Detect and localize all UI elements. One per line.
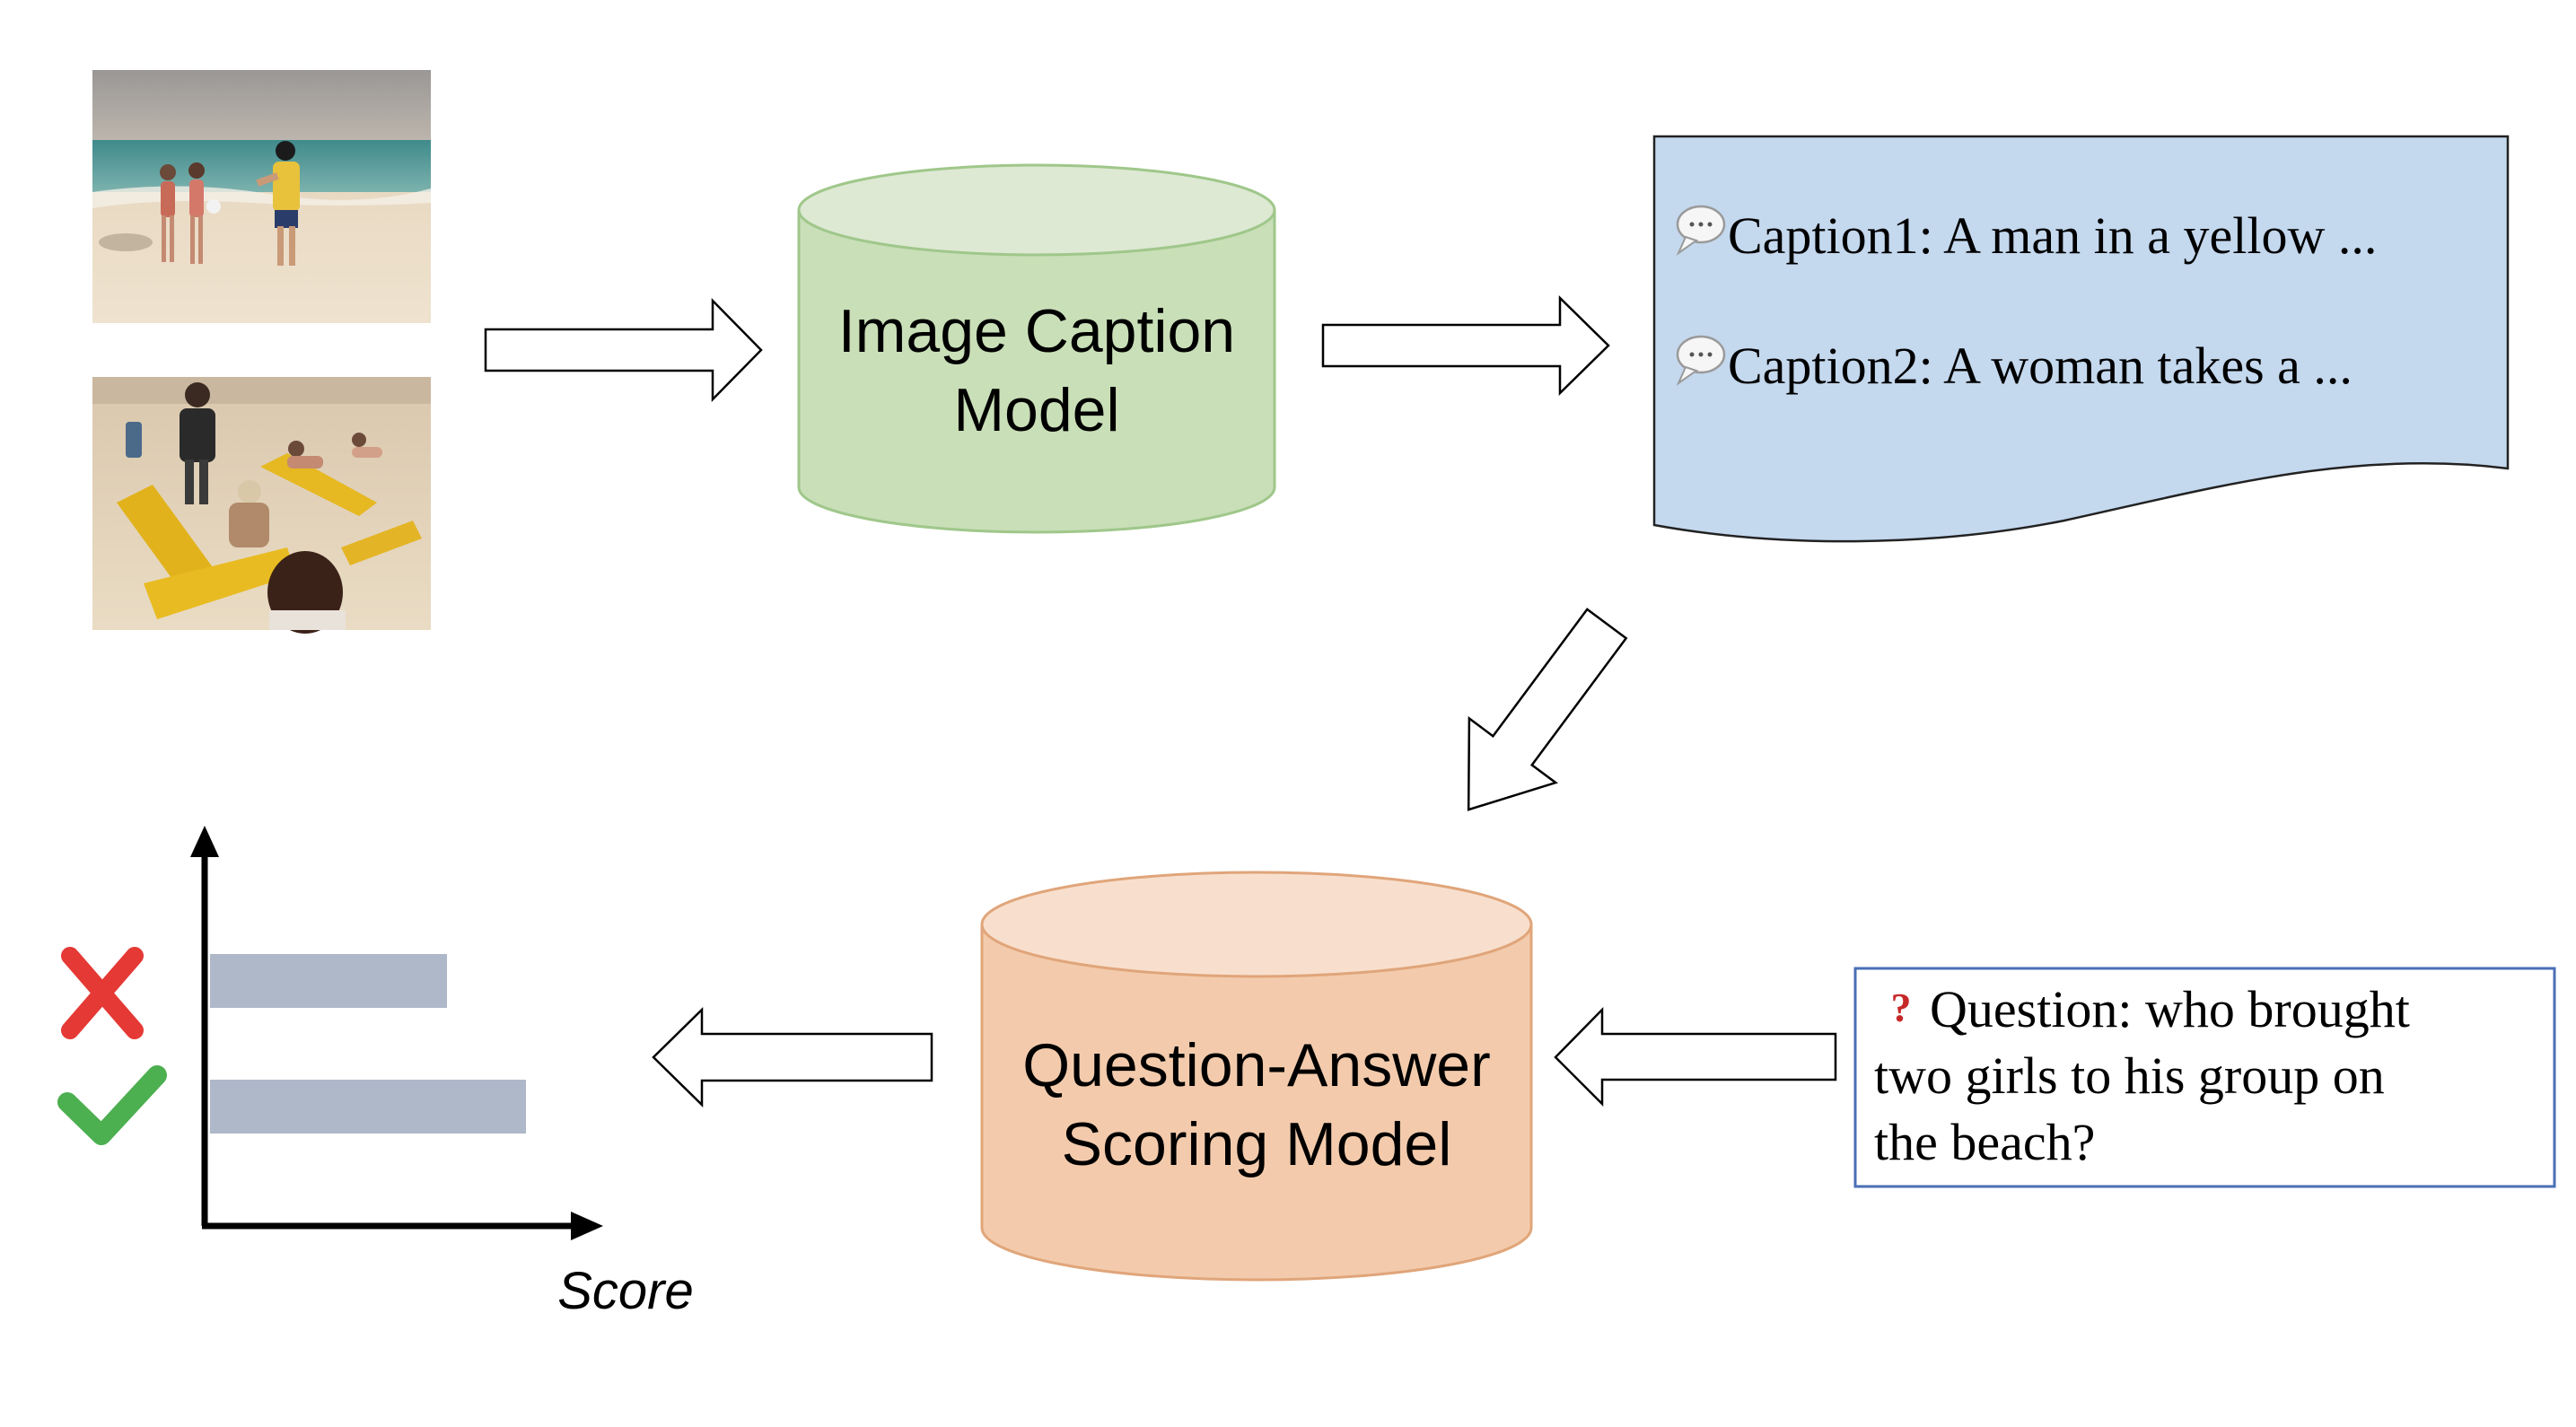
- arrow-qa-to-score: [652, 1007, 933, 1107]
- score-bar-correct: [210, 1080, 526, 1134]
- arrow-question-to-qa: [1554, 1006, 1837, 1107]
- beach-photo-2: [92, 377, 431, 634]
- arrow-images-to-caption: [484, 297, 763, 403]
- caption2-text: Caption2: A woman takes a ...: [1728, 337, 2353, 395]
- score-axis-label: Score: [557, 1262, 694, 1320]
- caption-document: Caption1: A man in a yellow ... Caption2…: [1652, 135, 2510, 543]
- arrow-caption-to-doc: [1321, 295, 1610, 396]
- caption1-text: Caption1: A man in a yellow ...: [1728, 206, 2377, 265]
- score-chart: Score: [57, 826, 694, 1320]
- cross-icon: [61, 947, 144, 1039]
- arrow-doc-to-qa: [1467, 608, 1628, 811]
- question-box: ? Question: who brought two girls to his…: [1853, 967, 2556, 1188]
- caption-model-label-line1: Image Caption: [838, 297, 1235, 365]
- image-caption-model: Image Caption Model: [797, 163, 1276, 534]
- question-line3: the beach?: [1874, 1113, 2095, 1171]
- speech-bubble-icon: [1676, 335, 1726, 386]
- qa-model-label-line1: Question-Answer: [1022, 1031, 1491, 1099]
- question-line2: two girls to his group on: [1874, 1046, 2385, 1105]
- svg-text:?: ?: [1891, 985, 1912, 1030]
- qa-model-label-line2: Scoring Model: [1062, 1110, 1452, 1178]
- beach-photo-1: [92, 70, 431, 323]
- question-line1: Question: who brought: [1930, 980, 2410, 1038]
- question-mark-icon: ?: [1891, 985, 1912, 1030]
- speech-bubble-icon: [1676, 205, 1726, 256]
- caption-model-label-line2: Model: [953, 376, 1119, 444]
- qa-scoring-model: Question-Answer Scoring Model: [980, 871, 1533, 1282]
- check-icon: [57, 1065, 167, 1145]
- score-bar-wrong: [210, 954, 447, 1008]
